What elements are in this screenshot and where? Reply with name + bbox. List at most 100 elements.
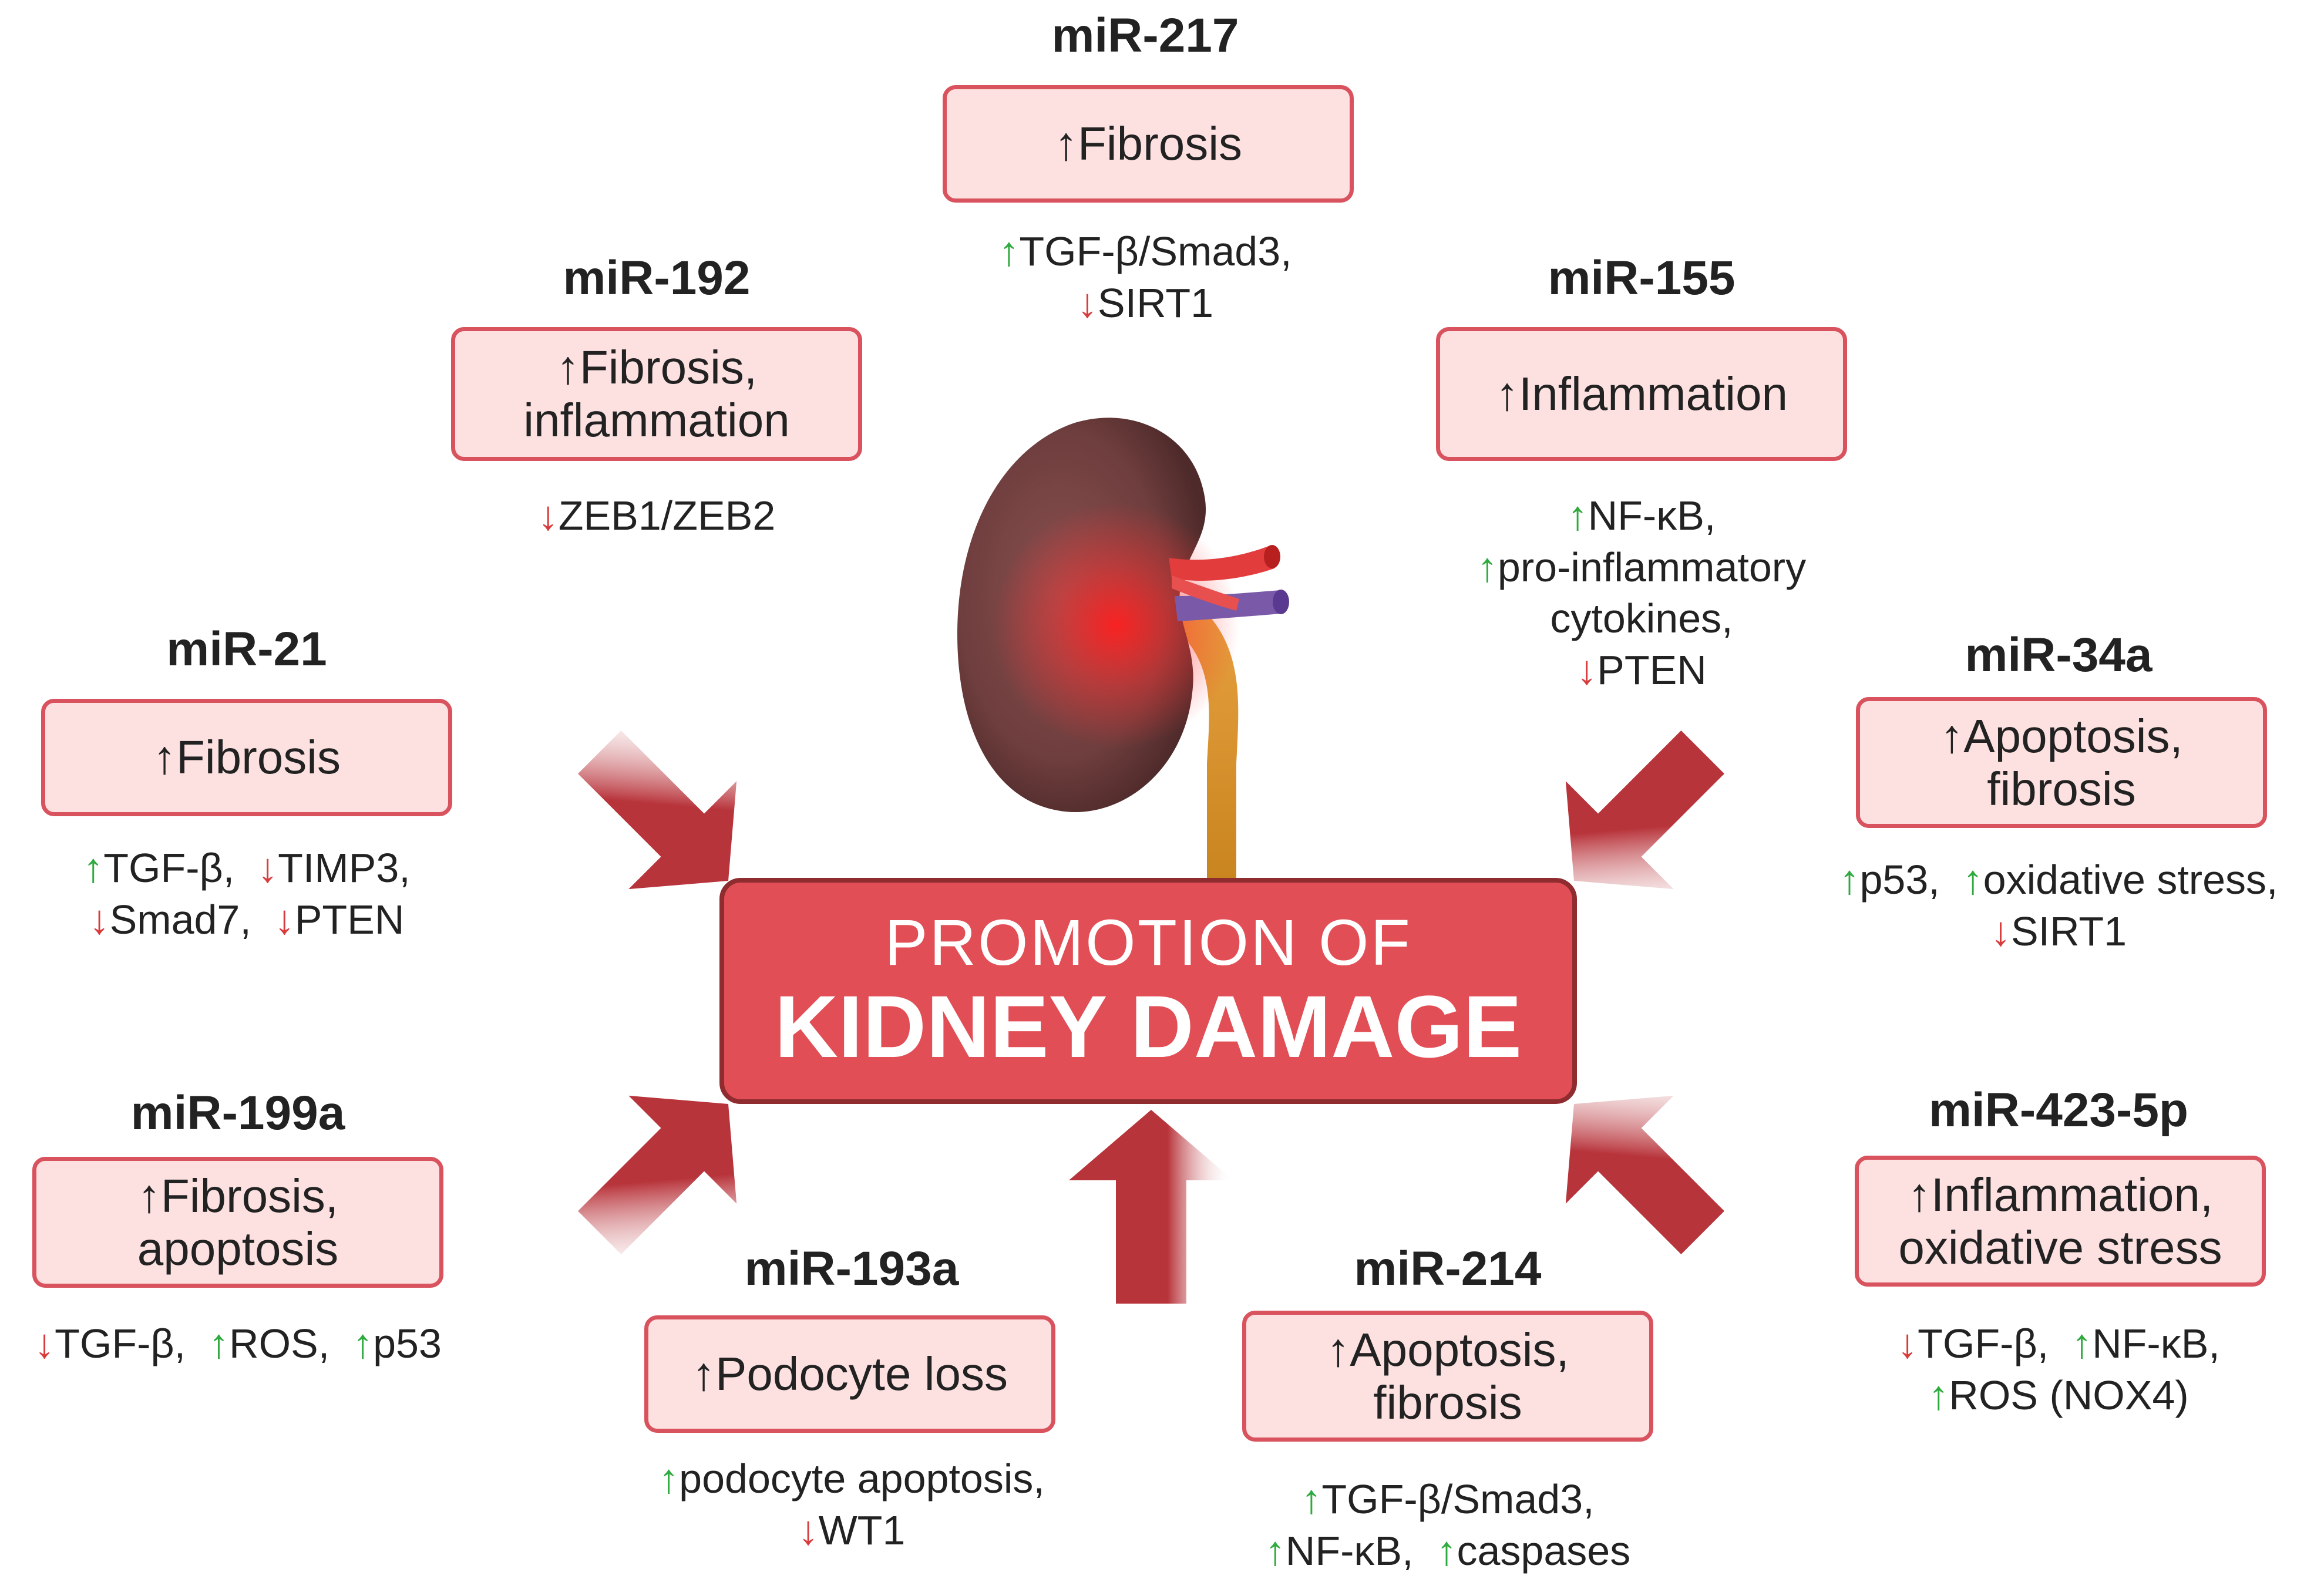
- target-text: caspases: [1457, 1527, 1631, 1574]
- mirna-effect-box: ↑Apoptosis,fibrosis: [1242, 1311, 1653, 1442]
- mirna-effect-box: ↑Apoptosis,fibrosis: [1856, 697, 2267, 828]
- mirna-title: miR-214: [1354, 1242, 1542, 1295]
- target-text: SIRT1: [2010, 908, 2127, 954]
- box-line-text: Podocyte loss: [715, 1348, 1008, 1401]
- mirna-targets: ↑TGF-β/Smad3,↑NF-κB, ↑caspases: [1265, 1474, 1630, 1577]
- target-line: ↑NF-κB,: [1477, 490, 1806, 542]
- target-text: SIRT1: [1097, 280, 1214, 326]
- up-arrow-icon: ↑: [1264, 1527, 1286, 1574]
- box-line-text: fibrosis: [1373, 1376, 1522, 1429]
- target-text: p53,: [1859, 857, 1940, 903]
- arrow-lower-right: [1565, 1095, 1724, 1254]
- box-line: ↑Podocyte loss: [692, 1348, 1008, 1401]
- target-text: pro-inflammatory: [1497, 544, 1807, 590]
- box-line-text: fibrosis: [1987, 762, 2136, 815]
- mirna-title: miR-34a: [1965, 628, 2153, 682]
- target-text: cytokines,: [1550, 595, 1733, 641]
- down-arrow-icon: ↓: [1077, 280, 1098, 326]
- box-line-text: Fibrosis,: [160, 1169, 339, 1222]
- down-arrow-icon: ↓: [1990, 908, 2011, 954]
- target-line: cytokines,: [1477, 593, 1806, 645]
- target-text: ROS,: [229, 1321, 330, 1366]
- target-line: ↓SIRT1: [998, 278, 1292, 329]
- mirna-title: miR-423-5p: [1928, 1083, 2189, 1137]
- mirna-effect-box: ↑Fibrosis,inflammation: [451, 327, 862, 461]
- mirna-title: miR-199a: [130, 1086, 345, 1140]
- up-arrow-icon: ↑: [556, 341, 580, 394]
- up-arrow-icon: ↑: [1326, 1323, 1350, 1376]
- target-text: TGF-β,: [1918, 1321, 2049, 1366]
- target-text: TIMP3,: [278, 845, 411, 891]
- mirna-targets: ↑TGF-β/Smad3,↓SIRT1: [998, 226, 1292, 329]
- mirna-effect-box: ↑Inflammation,oxidative stress: [1855, 1156, 2266, 1287]
- box-line-text: Fibrosis: [1077, 117, 1243, 170]
- target-line: ↓PTEN: [1477, 645, 1806, 696]
- target-line: ↑TGF-β/Smad3,: [998, 226, 1292, 278]
- up-arrow-icon: ↑: [83, 845, 104, 891]
- box-line: fibrosis: [1373, 1376, 1522, 1429]
- box-line-text: Apoptosis,: [1350, 1323, 1569, 1376]
- target-text: NF-κB,: [1285, 1527, 1414, 1574]
- up-arrow-icon: ↑: [1495, 368, 1519, 420]
- down-arrow-icon: ↓: [798, 1507, 819, 1553]
- up-arrow-icon: ↑: [1962, 857, 1983, 903]
- up-arrow-icon: ↑: [2071, 1321, 2093, 1366]
- up-arrow-icon: ↑: [998, 228, 1020, 274]
- target-text: TGF-β,: [103, 845, 235, 891]
- target-text: Smad7,: [109, 896, 251, 942]
- kidney-icon: [957, 418, 1289, 887]
- box-line-text: oxidative stress: [1898, 1221, 2222, 1274]
- target-text: ZEB1/ZEB2: [558, 493, 776, 538]
- mirna-effect-box: ↑Inflammation: [1436, 327, 1847, 461]
- box-line-text: apoptosis: [137, 1222, 339, 1275]
- center-title-line1: PROMOTION OF: [884, 906, 1412, 979]
- target-text: TGF-β,: [55, 1321, 186, 1366]
- target-line: ↑ROS (NOX4): [1897, 1370, 2220, 1422]
- target-line: ↑pro-inflammatory: [1477, 542, 1806, 594]
- down-arrow-icon: ↓: [537, 493, 559, 538]
- target-text: podocyte apoptosis,: [679, 1456, 1045, 1502]
- box-line: fibrosis: [1987, 763, 2135, 816]
- target-line: ↑NF-κB, ↑caspases: [1265, 1526, 1630, 1577]
- box-line-text: Apoptosis,: [1963, 709, 2183, 762]
- box-line: ↑Fibrosis: [1054, 117, 1242, 170]
- up-arrow-icon: ↑: [1054, 117, 1078, 170]
- target-line: ↑TGF-β/Smad3,: [1265, 1474, 1630, 1526]
- up-arrow-icon: ↑: [352, 1321, 374, 1366]
- target-line: ↓TGF-β, ↑NF-κB,: [1897, 1318, 2220, 1370]
- target-text: ROS (NOX4): [1949, 1372, 2189, 1418]
- down-arrow-icon: ↓: [1897, 1321, 1918, 1366]
- down-arrow-icon: ↓: [34, 1321, 55, 1366]
- up-arrow-icon: ↑: [658, 1456, 680, 1502]
- up-arrow-icon: ↑: [1907, 1168, 1931, 1221]
- mirna-targets: ↑TGF-β, ↓TIMP3,↓Smad7, ↓PTEN: [83, 843, 411, 945]
- mirna-effect-box: ↑Fibrosis: [943, 85, 1354, 203]
- down-arrow-icon: ↓: [274, 896, 295, 942]
- target-text: TGF-β/Smad3,: [1321, 1476, 1595, 1522]
- target-line: ↓ZEB1/ZEB2: [538, 490, 776, 542]
- target-text: WT1: [818, 1507, 906, 1553]
- target-line: ↑TGF-β, ↓TIMP3,: [83, 843, 411, 894]
- target-text: NF-κB,: [1588, 493, 1716, 538]
- mirna-title: miR-155: [1548, 251, 1736, 305]
- box-line-text: Fibrosis,: [579, 341, 758, 394]
- up-arrow-icon: ↑: [1477, 544, 1498, 590]
- target-line: ↑podocyte apoptosis,: [658, 1453, 1045, 1505]
- target-text: PTEN: [294, 896, 405, 942]
- target-line: ↑p53, ↑oxidative stress,: [1839, 854, 2278, 906]
- arrow-upper-right: [1565, 730, 1724, 890]
- mirna-title: miR-193a: [744, 1242, 959, 1295]
- target-line: ↓WT1: [658, 1505, 1045, 1557]
- target-line: ↓Smad7, ↓PTEN: [83, 894, 411, 946]
- target-text: oxidative stress,: [1983, 857, 2278, 903]
- box-line: ↑Inflammation: [1495, 368, 1788, 420]
- box-line: ↑Inflammation,: [1908, 1169, 2213, 1221]
- up-arrow-icon: ↑: [1940, 709, 1964, 762]
- target-text: PTEN: [1597, 647, 1707, 693]
- mirna-effect-box: ↑Podocyte loss: [644, 1315, 1055, 1433]
- target-text: NF-κB,: [2092, 1321, 2220, 1366]
- target-text: TGF-β/Smad3,: [1019, 228, 1292, 274]
- up-arrow-icon: ↑: [1301, 1476, 1322, 1522]
- mirna-targets: ↓TGF-β, ↑NF-κB,↑ROS (NOX4): [1897, 1318, 2220, 1421]
